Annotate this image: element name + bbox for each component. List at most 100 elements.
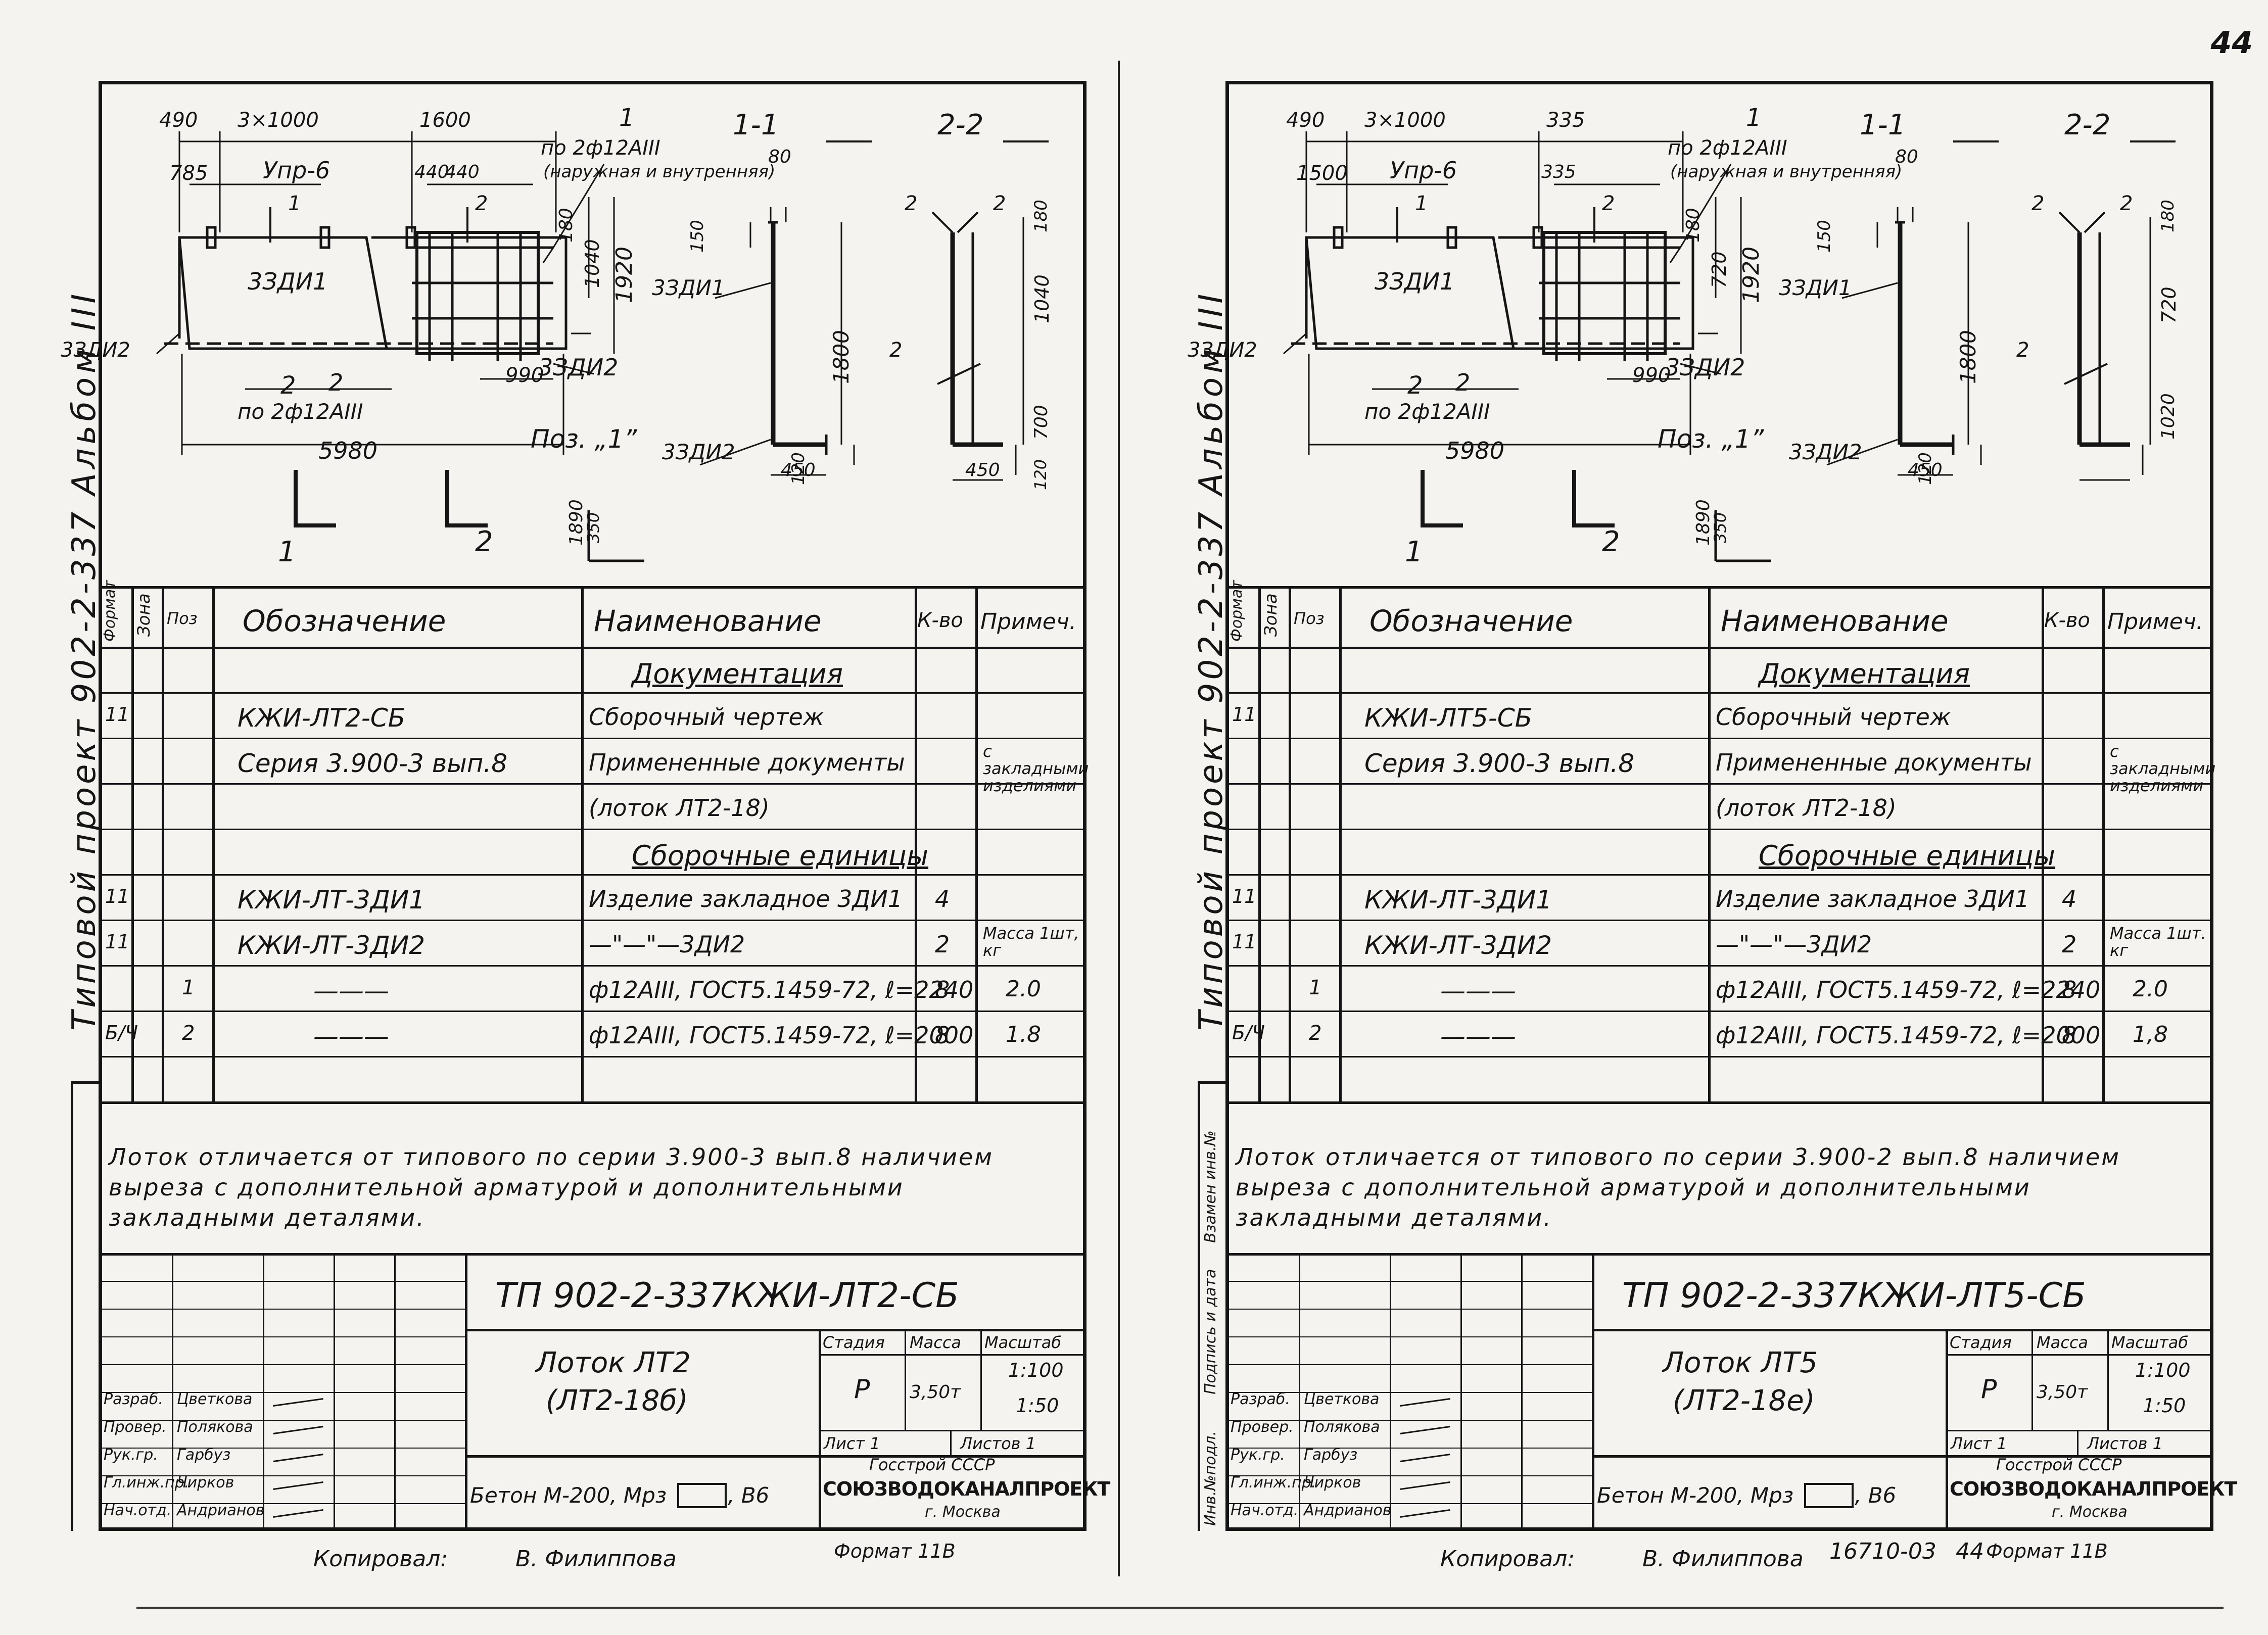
role-label: Провер. [1231,1418,1294,1436]
drawing-label-s1-d80: 80 [768,147,791,167]
drawing-sheet-right: Альбом III Типовой проект 902-2-337 Инв.… [1127,0,2239,1635]
table-cell-name: Изделие закладное 3ДИ1 [589,885,903,912]
title-code: ТП 902-2-337КЖИ-ЛТ2-СБ [495,1276,959,1316]
dimension-label: 440 [414,162,449,182]
mass-value: 3,50т [2037,1382,2088,1403]
table-cell-name: —"—"—3ДИ2 [1716,931,1872,958]
drawing-label-s1-d450: 450 [1908,460,1943,480]
drawing-dim-s2-d700: 700 [1031,405,1052,440]
table-header-qty: К-во [2044,609,2090,632]
org-ministry: Госстрой СССР [1996,1455,2122,1474]
drawing-label-s2-n2c: 2 [2016,339,2029,362]
drawing-label-pos-note: Поз. „1” [531,424,637,454]
concrete-spec: Бетон М-200, Мрз [1597,1483,1794,1508]
drawing-dim-s1-d1800: 1800 [829,330,854,384]
table-cell-note: 1,8 [2133,1022,2168,1047]
table-cell-qty: 4 [2062,885,2077,912]
drawing-label-zdu2: 3ЗДИ2 [1188,339,1257,362]
drawing-label-num2: 2 [280,371,296,400]
drawing-label-upr: Упр-6 [263,157,330,184]
dimension-label: 440 [445,162,480,182]
table-cell-qty: 2 [2062,931,2077,958]
table-cell-format: 11 [105,931,130,953]
footer-number: 16710-03 [1829,1538,1936,1564]
table-cell-designation: КЖИ-ЛТ-3ДИ1 [1364,885,1552,915]
table-cell-name: Сборочные единицы [1759,840,2056,872]
table-cell-format: Б/Ч [1232,1022,1265,1044]
drawing-label-s2-d450: 450 [965,460,1000,480]
drawing-svg [1283,131,2176,562]
sheet-number: Лист 1 [1951,1434,2007,1453]
mass-value: 3,50т [910,1382,961,1403]
role-label: Рук.гр. [1231,1446,1285,1464]
mass-label: Масса [910,1333,962,1352]
drawing-label-s1-zdu1: 3ЗДИ1 [652,275,725,300]
title-subname: (ЛТ2-18б) [546,1384,688,1417]
table-cell-name: Сборочный чертеж [589,703,824,731]
drawing-dim-s2-d1040: 1040 [1031,274,1053,323]
role-name: Андрианов [1304,1502,1392,1519]
table-header-format: Формат [1228,580,1246,642]
table-cell-name: Сборочные единицы [632,840,929,872]
drawing-label-zdu1: 3ЗДИ1 [1375,268,1455,295]
table-cell-pos: 1 [182,976,195,999]
table-header-format: Формат [101,580,119,642]
role-name: Полякова [177,1418,253,1436]
drawing-label-zdu2-b: 3ЗДИ2 [1665,354,1745,381]
table-cell-format: 11 [1232,885,1257,907]
table-header-pos: Поз [167,609,198,628]
table-cell-pos: 2 [1309,1022,1322,1045]
note-text: Лоток отличается от типового по серии 3.… [1236,1143,2120,1231]
table-cell-note: с закладными изделиями [983,742,1089,795]
table-cell-pos: 1 [1309,976,1322,999]
side-label: Подпись и дата [1202,1269,1219,1395]
table-cell-name: ф12АIII, ГОСТ5.1459-72, ℓ=2000 [589,1022,974,1049]
footer-copied-label: Копировал: [313,1546,448,1572]
sheets-count: Листов 1 [2087,1434,2163,1453]
drawing-dim-s1-d120: 120 [1915,452,1935,485]
title-name: Лоток ЛТ2 [536,1347,691,1379]
dimension-label: 335 [1546,109,1585,132]
note-text: Лоток отличается от типового по серии 3.… [109,1143,994,1231]
role-label: Провер. [104,1418,167,1436]
drawing-dim-s2-d180: 180 [2158,200,2178,232]
table-cell-name: Документация [1759,658,1970,690]
table-cell-note: 2.0 [2133,976,2168,1002]
drawing-dim-d1040: 1040 [581,239,603,288]
table-cell-name: —"—"—3ДИ2 [589,931,745,958]
drawing-label-s2-n2c: 2 [889,339,903,362]
table-header-note: Примеч. [2107,609,2203,635]
album-label: Альбом III [1193,290,1230,495]
org-ministry: Госстрой СССР [869,1455,995,1474]
table-cell-qty: 4 [935,885,950,912]
project-label: Типовой проект 902-2-337 [1193,509,1230,1031]
drawing-dim-s2-d700: 1020 [2158,393,2179,440]
table-cell-name: (лоток ЛТ2-18) [589,794,770,822]
role-label: Гл.инж.пр. [104,1474,190,1492]
table-header-zone: Зона [1261,593,1281,637]
role-label: Гл.инж.пр. [1231,1474,1316,1492]
table-cell-note: с закладными изделиями [2110,742,2216,795]
drawing-dim-s1-d150: 150 [1814,220,1834,253]
table-header-name: Наименование [1721,604,1949,638]
role-name: Гарбуз [1304,1446,1358,1464]
drawing-label-s1-d450: 450 [781,460,816,480]
drawing-label-rebar-top: по 2ф12АIII [541,136,660,160]
table-cell-designation: Серия 3.900-3 вып.8 [1364,749,1635,778]
dimension-label: 3×1000 [1364,109,1446,132]
scale-label: Масштаб [2111,1333,2189,1352]
side-label: Взамен инв.№ [1202,1130,1219,1243]
role-label: Разраб. [104,1390,163,1408]
dimension-label: 335 [1541,162,1576,182]
drawing-dim-pos-d350: 350 [1711,512,1730,543]
drawing-label-mark2: 2 [475,192,488,215]
table-cell-name: (лоток ЛТ2-18) [1716,794,1897,822]
title-code: ТП 902-2-337КЖИ-ЛТ5-СБ [1622,1276,2086,1316]
table-cell-designation: ——— [1440,976,1516,1005]
stage-label: Стадия [823,1333,885,1352]
drawing-label-length: 5980 [318,437,378,464]
drawing-label-cut2: 2 [475,525,493,558]
stage-label: Стадия [1950,1333,2012,1352]
drawing-dim-s1-d120: 120 [788,452,809,485]
drawing-label-mark1: 1 [1415,192,1428,215]
